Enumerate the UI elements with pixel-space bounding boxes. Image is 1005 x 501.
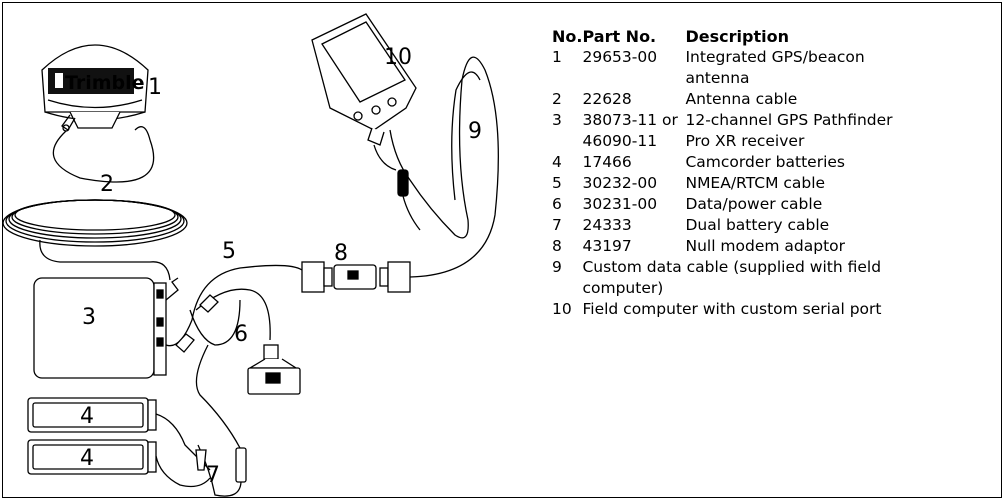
row-no: 8 (552, 237, 562, 255)
row-desc: computer) (582, 279, 664, 297)
custom-data-cable-illustration (389, 56, 499, 278)
row-no: 7 (552, 216, 562, 234)
row-desc: Data/power cable (685, 195, 823, 213)
row-no: 9 (552, 258, 562, 276)
row-part (582, 68, 685, 89)
callout-10: 10 (384, 45, 412, 70)
row-desc: Antenna cable (685, 90, 798, 108)
row-desc: 12-channel GPS Pathfinder (685, 111, 893, 129)
callout-3: 3 (82, 305, 96, 330)
row-desc: Pro XR receiver (685, 132, 805, 150)
diagram-svg: Trimble 1 2 3 4 4 5 6 7 8 9 10 (2, 13, 499, 497)
row-no: 1 (552, 48, 562, 66)
row-desc: NMEA/RTCM cable (685, 174, 826, 192)
row-no: 10 (552, 300, 572, 318)
battery-illustration-bottom (27, 439, 157, 475)
table-row: 5 30232-00 NMEA/RTCM cable (552, 173, 893, 194)
callout-1: 1 (148, 75, 162, 100)
callout-6: 6 (234, 322, 248, 347)
row-part: 43197 (582, 237, 632, 255)
header-description: Description (685, 27, 789, 46)
antenna-brand-label: Trimble (65, 72, 145, 94)
row-desc: Custom data cable (supplied with field (582, 258, 882, 276)
row-part: 46090-11 (582, 132, 658, 150)
dual-battery-cable-illustration (155, 344, 247, 497)
row-part: 38073-11 or (582, 111, 678, 129)
table-row: 3 38073-11 or 12-channel GPS Pathfinder (552, 110, 893, 131)
header-no: No. (552, 27, 583, 46)
table-row: 46090-11 Pro XR receiver (552, 131, 893, 152)
equipment-diagram: Trimble 1 2 3 4 4 5 6 7 8 9 10 (2, 13, 499, 497)
battery-illustration-top (27, 397, 157, 433)
row-part: 30231-00 (582, 195, 658, 213)
row-desc: Field computer with custom serial port (582, 300, 882, 318)
parts-table: No. Part No. Description 1 29653-00 Inte… (552, 26, 893, 320)
antenna-cable-illustration (2, 126, 188, 281)
parts-table-container: No. Part No. Description 1 29653-00 Inte… (552, 26, 997, 320)
row-no (552, 278, 582, 299)
row-no: 4 (552, 153, 562, 171)
row-desc: Null modem adaptor (685, 237, 846, 255)
row-no: 3 (552, 111, 562, 129)
callout-5: 5 (222, 239, 236, 264)
row-desc: Integrated GPS/beacon (685, 48, 865, 66)
null-modem-adaptor-illustration (301, 261, 411, 293)
row-part: 30232-00 (582, 174, 658, 192)
callout-4a: 4 (80, 404, 94, 429)
row-part: 24333 (582, 216, 632, 234)
table-row: 2 22628 Antenna cable (552, 89, 893, 110)
nmea-cable-illustration (165, 264, 303, 353)
row-no: 6 (552, 195, 562, 213)
table-row: 10 Field computer with custom serial por… (552, 299, 893, 320)
row-desc: Dual battery cable (685, 216, 830, 234)
row-desc: Camcorder batteries (685, 153, 845, 171)
parts-table-header: No. Part No. Description (552, 26, 893, 47)
row-no (552, 68, 582, 89)
table-row: 8 43197 Null modem adaptor (552, 236, 893, 257)
callout-4b: 4 (80, 446, 94, 471)
table-row: 1 29653-00 Integrated GPS/beacon (552, 47, 893, 68)
row-part: 17466 (582, 153, 632, 171)
table-row: antenna (552, 68, 893, 89)
row-no: 5 (552, 174, 562, 192)
row-part: 22628 (582, 90, 632, 108)
table-row: 6 30231-00 Data/power cable (552, 194, 893, 215)
table-row: 9 Custom data cable (supplied with field (552, 257, 893, 278)
data-power-cable-illustration (189, 288, 301, 395)
table-row: 4 17466 Camcorder batteries (552, 152, 893, 173)
callout-8: 8 (334, 241, 348, 266)
row-no (552, 131, 582, 152)
row-part: 29653-00 (582, 48, 658, 66)
table-row: 7 24333 Dual battery cable (552, 215, 893, 236)
receiver-illustration (33, 277, 179, 379)
row-desc: antenna (685, 69, 750, 87)
antenna-illustration (41, 44, 149, 132)
row-no: 2 (552, 90, 562, 108)
field-computer-illustration (311, 13, 417, 171)
callout-9: 9 (468, 119, 482, 144)
header-part-no: Part No. (582, 27, 657, 46)
callout-2: 2 (100, 172, 114, 197)
table-row: computer) (552, 278, 893, 299)
callout-7: 7 (206, 463, 220, 488)
